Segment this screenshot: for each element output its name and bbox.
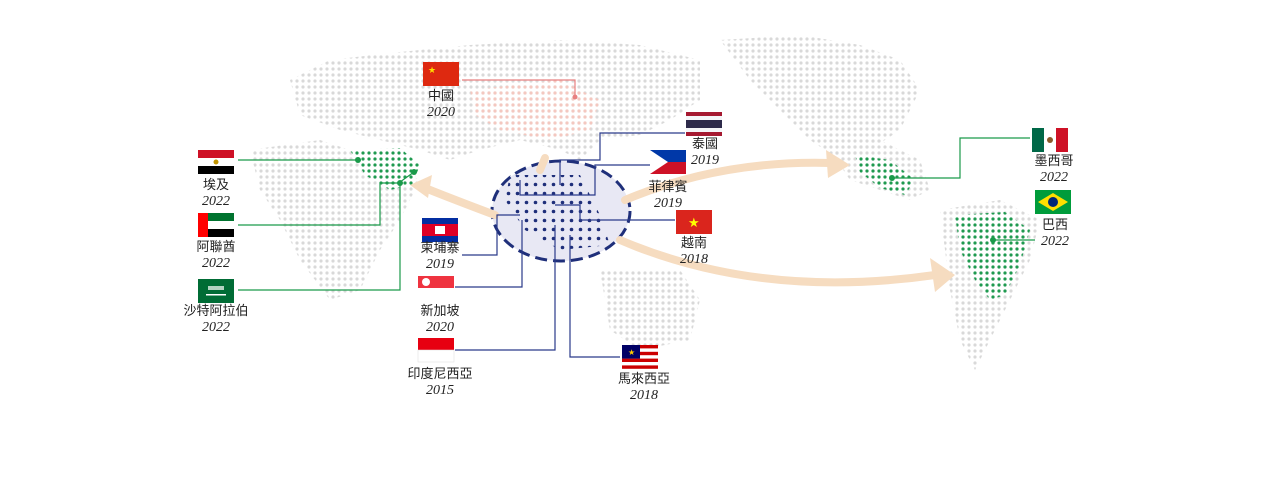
philippines-flag-icon	[650, 150, 686, 174]
expansion-arrows	[421, 154, 939, 287]
country-name: 中國	[427, 89, 454, 104]
country-name: 泰國	[691, 137, 718, 152]
cambodia-flag-icon	[422, 218, 458, 242]
label-thailand: 泰國 2019	[675, 137, 735, 169]
china-flag-icon: ★	[423, 62, 459, 86]
country-name: 馬來西亞	[617, 372, 670, 387]
country-year: 2018	[680, 252, 708, 267]
label-mexico: 墨西哥 2022	[1022, 154, 1086, 186]
country-year: 2022	[1040, 170, 1068, 185]
country-name: 印度尼西亞	[407, 367, 473, 382]
svg-text:★: ★	[428, 66, 436, 76]
mexico-flag-icon	[1032, 128, 1068, 152]
arrow-head-mexico	[826, 150, 850, 178]
country-name: 新加坡	[420, 304, 460, 319]
brazil-region	[955, 212, 1030, 300]
country-year: 2022	[1041, 234, 1069, 249]
brazil-flag-icon	[1035, 190, 1071, 214]
country-name: 巴西	[1041, 218, 1068, 233]
label-vietnam: 越南 2018	[664, 236, 724, 268]
country-name: 柬埔寨	[420, 241, 460, 256]
southeast-asia-dots	[505, 175, 610, 250]
vietnam-flag-icon: ★	[676, 210, 712, 234]
country-year: 2020	[427, 105, 455, 120]
country-year: 2018	[630, 388, 658, 403]
indonesia-flag-icon	[417, 338, 455, 363]
saudi-flag-icon	[198, 279, 234, 303]
thailand-flag-icon	[686, 112, 722, 136]
country-name: 阿聯酋	[196, 240, 236, 255]
connector-dots	[355, 94, 996, 243]
country-year: 2022	[202, 194, 230, 209]
country-year: 2019	[691, 153, 719, 168]
country-name: 菲律賓	[648, 180, 688, 195]
connector-lines	[238, 79, 1035, 358]
country-year: 2022	[202, 256, 230, 271]
country-name: 沙特阿拉伯	[183, 304, 249, 319]
arrow-head-west	[410, 175, 432, 198]
uae-flag-icon	[198, 213, 234, 237]
label-china: 中國 2020	[411, 89, 471, 121]
arrow-head-brazil	[930, 258, 955, 292]
country-year: 2019	[426, 257, 454, 272]
label-philippines: 菲律賓 2019	[636, 180, 700, 212]
malaysia-flag-icon: ★	[622, 345, 658, 369]
svg-text:★: ★	[688, 216, 700, 231]
label-malaysia: 馬來西亞 2018	[604, 372, 684, 404]
singapore-flag-icon	[418, 276, 454, 300]
label-brazil: 巴西 2022	[1025, 218, 1085, 250]
label-singapore: 新加坡 2020	[406, 304, 474, 336]
country-name: 墨西哥	[1034, 154, 1074, 169]
label-cambodia: 柬埔寨 2019	[410, 241, 470, 273]
label-uae: 阿聯酋 2022	[184, 240, 248, 272]
country-year: 2022	[202, 320, 230, 335]
label-saudi: 沙特阿拉伯 2022	[172, 304, 260, 336]
country-name: 越南	[680, 236, 707, 251]
svg-text:★: ★	[628, 348, 635, 357]
country-year: 2019	[654, 196, 682, 211]
mexico-region	[855, 155, 915, 195]
label-indonesia: 印度尼西亞 2015	[396, 367, 484, 399]
egypt-flag-icon	[198, 150, 234, 174]
label-egypt: 埃及 2022	[186, 178, 246, 210]
country-name: 埃及	[202, 178, 229, 193]
country-year: 2015	[426, 383, 454, 398]
country-year: 2020	[426, 320, 454, 335]
